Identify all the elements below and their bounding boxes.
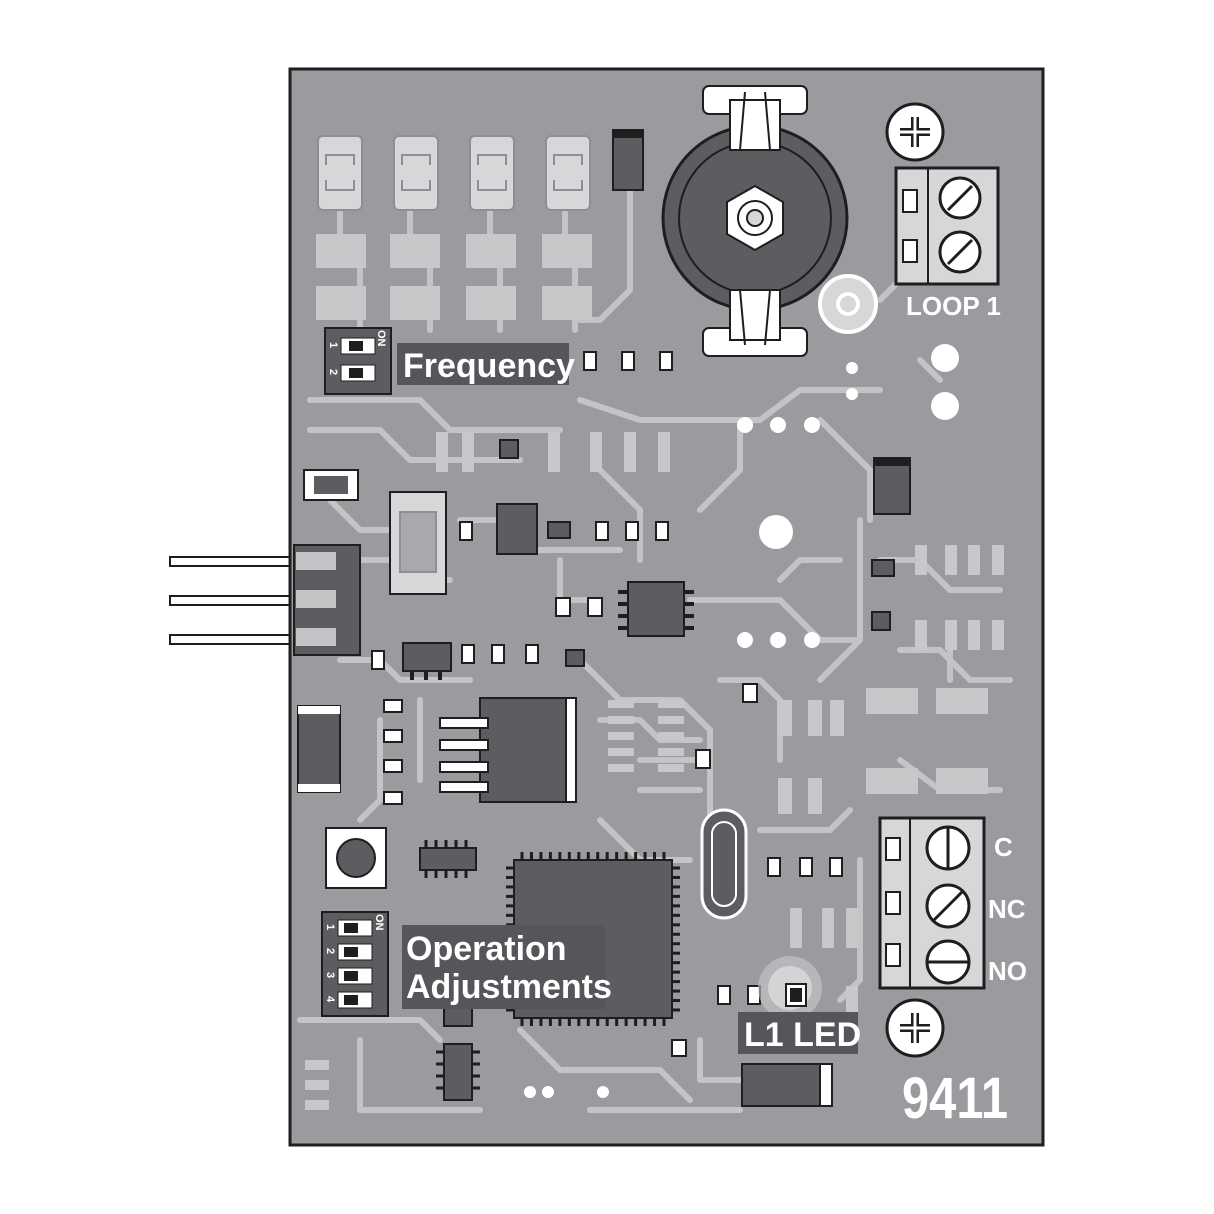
frequency-dip-switch xyxy=(324,327,392,395)
regulator-sot xyxy=(402,642,452,680)
diode-right xyxy=(873,457,911,515)
operation-dip-number-2: 2 xyxy=(324,948,336,954)
smd-pads-misc xyxy=(305,432,1004,1110)
led-label: L1 LED xyxy=(744,1016,861,1054)
frequency-dip-number-2: 2 xyxy=(327,369,339,375)
header-pins xyxy=(169,556,301,645)
inductor-toroid xyxy=(661,85,849,357)
mounting-eyelet xyxy=(818,274,878,334)
smd-component-left xyxy=(297,705,341,793)
frequency-dip-number-1: 1 xyxy=(327,342,339,348)
operation-dip-on-text: ON xyxy=(373,914,385,931)
terminal-label-nc: NC xyxy=(988,894,1026,924)
transistors xyxy=(499,439,895,667)
mounting-screw-bottom xyxy=(885,998,945,1058)
smd-pads-top xyxy=(316,234,592,320)
operation-label-line1: Operation xyxy=(406,930,567,968)
mounting-screw-top xyxy=(885,102,945,162)
frequency-label-box xyxy=(397,343,569,385)
smd-resistors xyxy=(371,351,843,1057)
loop-terminal-block xyxy=(894,166,1000,286)
push-button xyxy=(325,827,387,889)
frequency-dip-on-text: ON xyxy=(375,330,387,347)
model-number: 9411 xyxy=(902,1066,1008,1131)
operation-dip-number-1: 1 xyxy=(324,924,336,930)
led-label-box xyxy=(738,1012,858,1054)
power-resistors xyxy=(317,135,591,211)
operation-dip-number-4: 4 xyxy=(324,996,336,1003)
smd-inductor xyxy=(389,491,447,595)
smd-capacitor-left xyxy=(303,469,359,501)
power-regulator xyxy=(439,697,577,803)
ic-small xyxy=(419,840,477,878)
terminal-label-no: NO xyxy=(988,956,1027,986)
through-holes xyxy=(524,344,959,1098)
relay-terminal-block xyxy=(878,816,986,990)
crystal-oscillator xyxy=(700,808,748,920)
header-connector xyxy=(293,544,361,656)
operation-dip-number-3: 3 xyxy=(324,972,336,978)
terminal-label-c: C xyxy=(994,832,1013,862)
frequency-label: Frequency xyxy=(403,347,575,385)
loop-label: LOOP 1 xyxy=(906,291,1001,321)
operation-label-box xyxy=(402,925,606,1009)
led-l1 xyxy=(758,956,822,1020)
operation-label-line2: Adjustments xyxy=(406,968,612,1006)
diode-top xyxy=(612,129,644,191)
ic-bottom-2 xyxy=(436,1043,480,1101)
diode-middle xyxy=(496,503,538,555)
diode-bottom xyxy=(741,1063,833,1107)
operation-dip-switch xyxy=(321,911,389,1017)
ic-soic8 xyxy=(618,581,694,637)
